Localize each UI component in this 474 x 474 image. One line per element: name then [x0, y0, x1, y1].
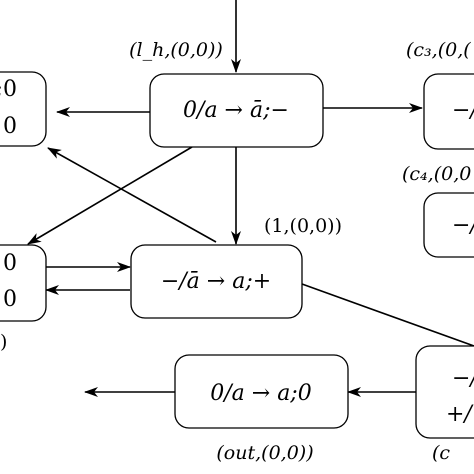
- node-middle-center-label: (1,(0,0)): [264, 215, 342, 237]
- node-right-middle: −/: [423, 192, 474, 258]
- node-right-middle-label: (c₄,(0,0: [402, 163, 471, 185]
- edge-middle-to-right-bottom: [301, 283, 474, 347]
- node-right-middle-text: −/: [452, 213, 474, 238]
- node-left-top-line2: 0: [3, 114, 17, 139]
- node-left-top: ;0 0: [0, 71, 47, 147]
- node-right-bottom: −/ +/: [415, 345, 474, 439]
- node-left-middle-caption: ): [0, 331, 7, 353]
- node-bottom-center-text: 0/a → a;0: [210, 381, 311, 406]
- node-middle-center: −/ā → a;+: [130, 244, 303, 319]
- node-right-top: −/: [423, 73, 474, 150]
- node-left-middle: 0 0: [0, 244, 47, 322]
- node-left-top-line1: ;0: [0, 77, 17, 102]
- node-bottom-center-label: (out,(0,0)): [216, 442, 313, 464]
- node-right-top-label: (c₃,(0,(: [406, 39, 471, 61]
- node-top-center-label: (l_h,(0,0)): [129, 39, 223, 61]
- node-right-bottom-line2: +/: [446, 402, 474, 427]
- node-left-middle-line2: 0: [3, 287, 17, 312]
- node-left-middle-line1: 0: [3, 251, 17, 276]
- edge-top-to-left-middle: [27, 146, 193, 245]
- node-bottom-center: 0/a → a;0: [174, 354, 349, 429]
- node-right-top-text: −/: [452, 98, 474, 123]
- node-middle-center-text: −/ā → a;+: [161, 269, 271, 294]
- node-top-center: 0/a → ā;−: [149, 73, 324, 148]
- node-right-bottom-caption: (c: [432, 442, 450, 464]
- node-right-bottom-line1: −/: [452, 366, 474, 391]
- node-top-center-text: 0/a → ā;−: [183, 98, 289, 123]
- edge-middle-to-left-top: [47, 147, 217, 243]
